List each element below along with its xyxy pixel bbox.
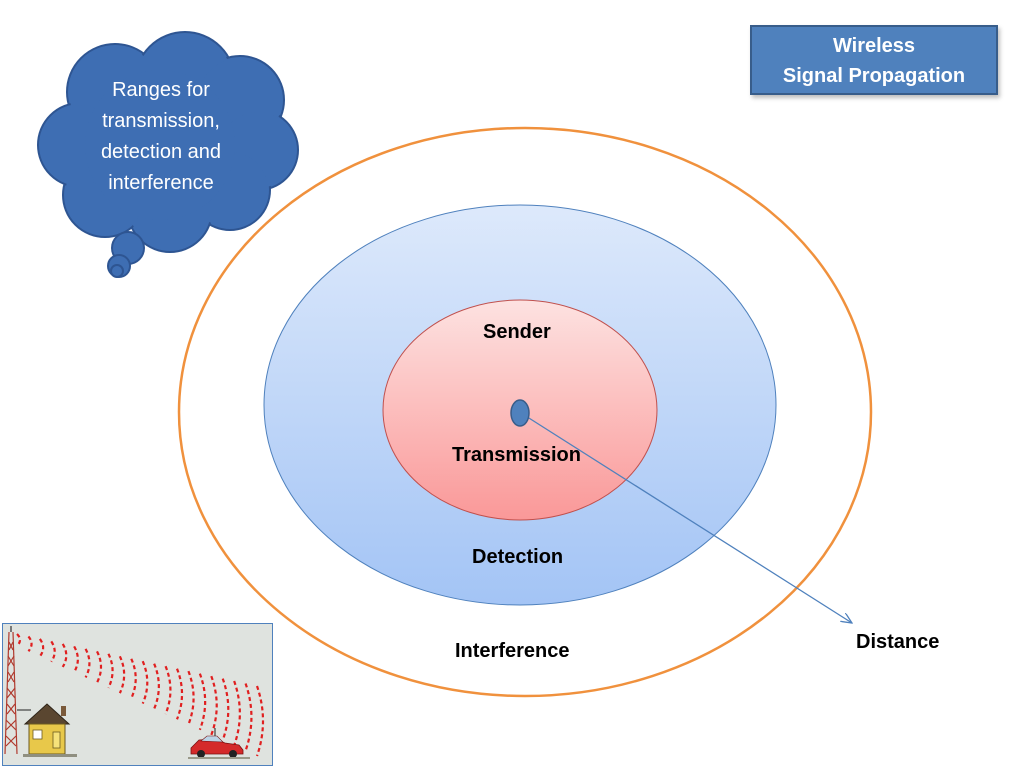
slide-title-line-2: Signal Propagation <box>782 65 966 87</box>
radio-wave-arc <box>153 663 160 710</box>
radio-wave-arc <box>118 655 126 694</box>
radio-wave-arc <box>198 673 207 731</box>
distance-arrow <box>520 412 852 623</box>
radio-tower-icon <box>4 626 18 755</box>
interference-range-ellipse <box>177 126 873 698</box>
sender-label: Sender <box>483 321 551 343</box>
radio-wave-arc <box>96 650 103 684</box>
radio-wave-arc <box>50 640 56 663</box>
distance-label: Distance <box>856 631 940 653</box>
radio-wave-arc <box>27 635 33 652</box>
transmission-label: Transmission <box>452 444 581 466</box>
bubble-line-1: Ranges for <box>112 79 210 101</box>
radio-wave-arc <box>38 638 45 658</box>
sender-dot <box>510 399 530 427</box>
detection-label: Detection <box>472 546 564 568</box>
radio-wave-arc <box>73 645 79 673</box>
radio-wave-arc <box>210 675 218 736</box>
radio-wave-arc <box>255 685 265 757</box>
slide-title-box: Wireless Signal Propagation <box>750 25 998 95</box>
house-icon <box>23 703 77 757</box>
radio-wave-arc <box>16 633 22 647</box>
bubble-line-2: transmission, <box>102 110 220 132</box>
radio-wave-arc <box>187 670 195 725</box>
radio-waves-icon <box>16 633 265 757</box>
thought-bubble-icon <box>37 31 299 278</box>
illustration-svg <box>4 626 265 759</box>
radio-wave-arc <box>175 668 184 720</box>
thought-bubble-text: Ranges for transmission, detection and i… <box>66 75 256 199</box>
radio-wave-arc <box>141 660 149 705</box>
radio-wave-arc <box>164 665 172 715</box>
radio-wave-arc <box>221 678 230 741</box>
propagation-illustration <box>2 623 273 766</box>
radio-wave-arc <box>233 680 241 746</box>
radio-wave-arc <box>130 658 137 699</box>
bubble-line-4: interference <box>108 172 214 194</box>
radio-wave-arc <box>61 643 68 668</box>
slide-title-line-1: Wireless <box>832 35 916 57</box>
radio-wave-arc <box>244 683 253 752</box>
radio-wave-arc <box>107 653 114 689</box>
bubble-line-3: detection and <box>100 141 222 163</box>
car-icon <box>188 728 250 759</box>
radio-wave-arc <box>84 648 91 678</box>
interference-label: Interference <box>455 640 570 662</box>
